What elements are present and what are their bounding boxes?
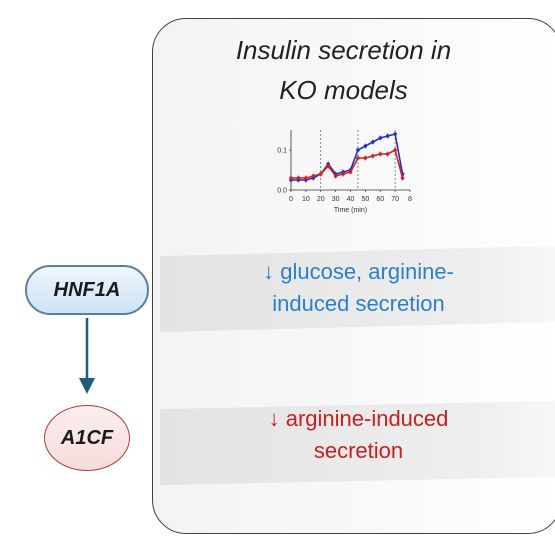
data-point-1-1 [296,176,301,180]
series-line-1 [291,148,404,179]
data-point-1-15 [400,176,405,180]
arrow-down-icon [79,318,95,394]
a1cf-effect-text: ↓ arginine-induced secretion [166,403,551,467]
data-point-0-14 [393,132,397,136]
x-tick-label-8: 8 [408,196,412,203]
data-point-1-5 [326,164,330,168]
x-axis-label: Time (min) [334,207,367,214]
x-tick-label-0: 0 [289,196,293,203]
data-point-1-11 [371,154,375,158]
hnf1a-effect-line1: ↓ glucose, arginine- [263,259,454,284]
data-point-0-12 [378,136,383,140]
x-tick-label-7: 70 [391,196,399,203]
hnf1a-effect-line2: induced secretion [272,291,445,316]
x-tick-label-6: 60 [376,196,384,203]
panel-title-line1: Insulin secretion in [235,35,452,65]
x-tick-label-2: 20 [317,196,325,203]
y-tick-label-1: 0.1 [277,148,287,155]
data-point-1-6 [333,174,338,178]
series-line-0 [291,133,404,181]
data-point-0-11 [371,140,375,144]
hnf1a-effect-text: ↓ glucose, arginine- induced secretion [166,256,551,320]
a1cf-effect-line1: ↓ arginine-induced [268,406,449,431]
panel-title-line2: KO models [279,75,408,105]
data-point-0-10 [363,144,368,148]
a1cf-gene-node: A1CF [44,405,130,471]
a1cf-effect-line2: secretion [313,438,404,463]
y-tick-label-0: 0.0 [277,188,287,195]
hnf1a-gene-node: HNF1A [25,265,149,315]
data-point-1-0 [289,176,293,180]
data-point-0-13 [385,134,390,138]
data-point-1-8 [348,170,353,174]
data-point-1-14 [393,148,397,152]
data-point-1-12 [378,152,383,156]
data-point-1-9 [356,156,360,160]
x-tick-label-4: 40 [347,196,355,203]
data-point-1-2 [304,176,308,180]
x-tick-label-3: 30 [332,196,340,203]
data-point-1-4 [318,172,323,176]
x-tick-label-5: 50 [361,196,369,203]
data-point-1-10 [363,156,368,160]
data-point-1-7 [341,172,345,176]
data-point-0-9 [356,148,360,152]
x-tick-label-1: 10 [302,196,310,203]
data-point-1-13 [385,152,390,156]
data-point-1-3 [311,174,316,178]
